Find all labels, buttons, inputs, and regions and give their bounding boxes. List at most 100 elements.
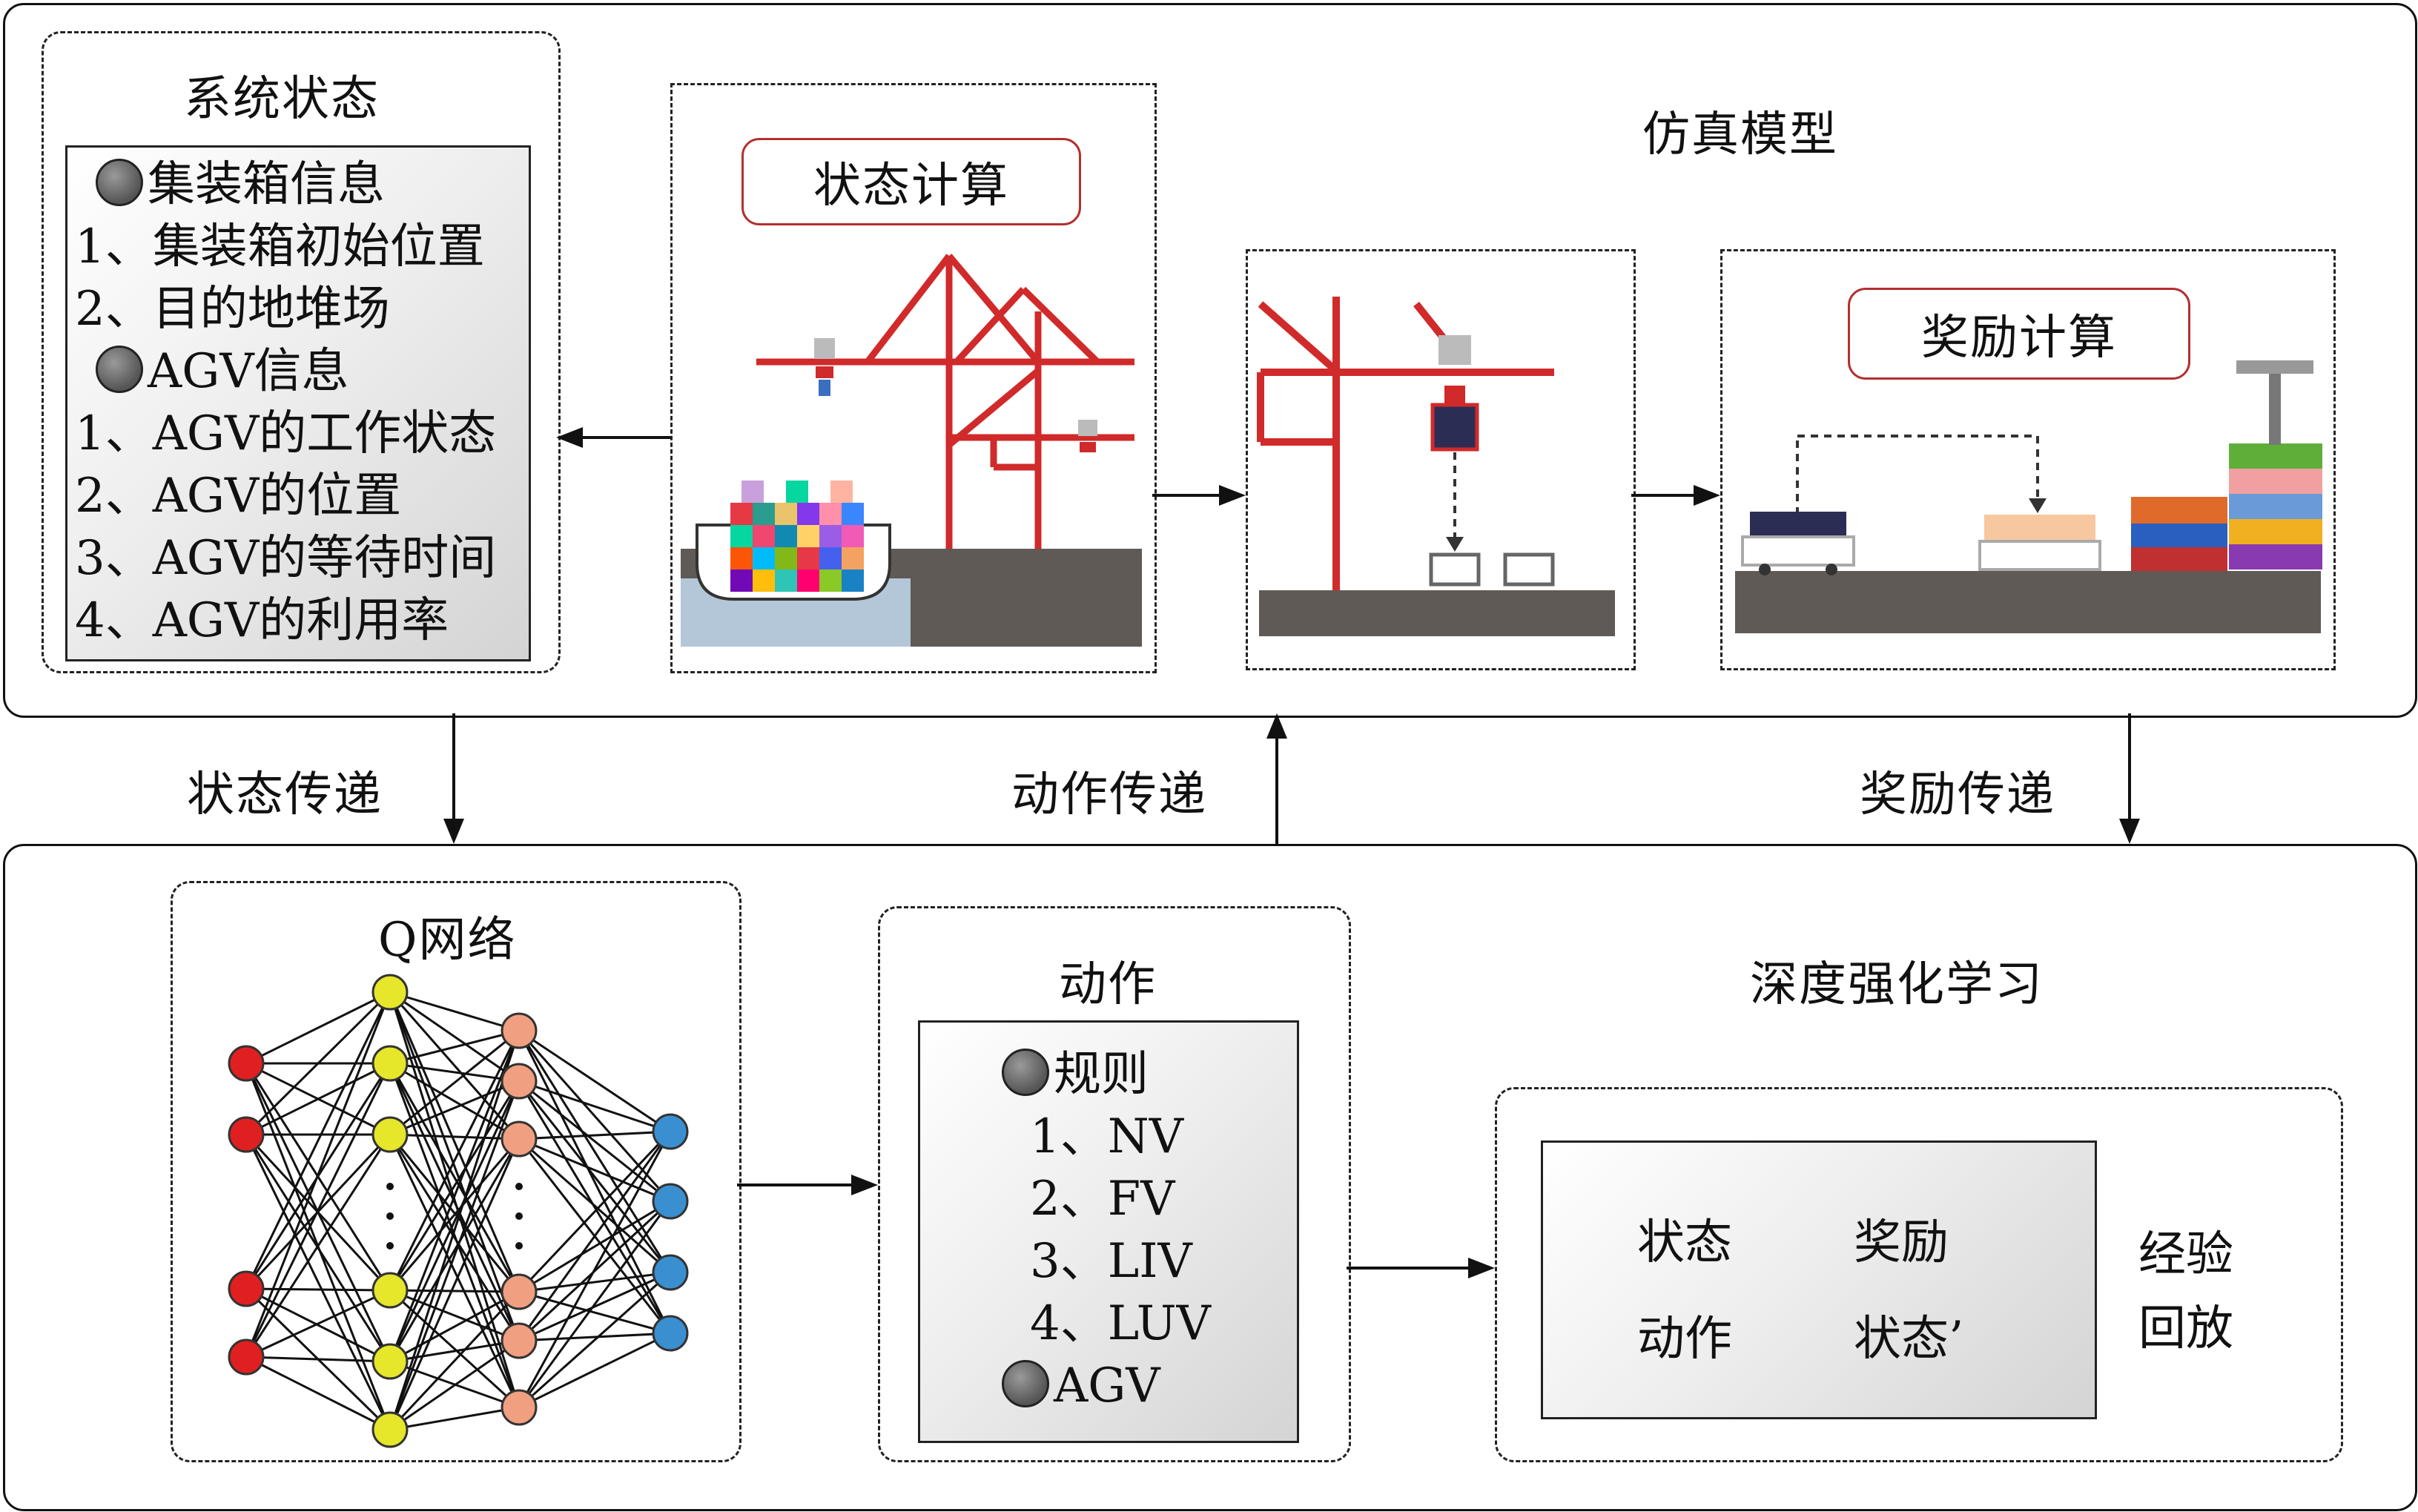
- reward-calc-label: 奖励计算: [1848, 288, 2190, 380]
- hidden-node: [501, 1389, 538, 1426]
- agv-info-heading: AGV信息: [96, 340, 349, 403]
- replay-memory-grid: [1541, 1140, 2097, 1419]
- rule-item: 4、LUV: [1030, 1296, 1211, 1351]
- ellipsis-dot: [386, 1212, 394, 1220]
- rule-item: 1、NV: [1030, 1109, 1183, 1164]
- network-edge: [518, 1271, 671, 1409]
- action-transfer-label: 动作传递: [1011, 767, 1207, 822]
- network-edge: [245, 1356, 391, 1431]
- network-edge: [518, 1030, 672, 1273]
- network-edge: [518, 1271, 671, 1293]
- bullet-dot-icon: [1002, 1360, 1049, 1407]
- reward-transfer-label: 奖励传递: [1860, 767, 2055, 822]
- network-edge: [389, 1080, 520, 1136]
- experience-replay-label-1: 经验: [2138, 1227, 2233, 1282]
- network-edge: [518, 1130, 671, 1140]
- system-state-list: 集装箱信息 1、集装箱初始位置 2、目的地堆场 AGV信息 1、AGV的工作状态…: [65, 145, 531, 661]
- hidden-node: [371, 1272, 409, 1309]
- network-edge: [518, 1131, 672, 1408]
- ellipsis-dot: [515, 1212, 523, 1220]
- network-edge: [389, 1289, 520, 1293]
- network-edge: [245, 1063, 392, 1358]
- ellipsis-dot: [386, 1183, 394, 1190]
- simulation-model-title: 仿真模型: [1642, 108, 1838, 162]
- bullet-dot-icon: [1002, 1049, 1049, 1096]
- hidden-node: [501, 1322, 538, 1359]
- rules-heading: 规则: [1002, 1043, 1149, 1106]
- state-item: 1、AGV的工作状态: [75, 406, 497, 461]
- network-edge: [389, 1063, 521, 1293]
- network-edge: [245, 1062, 391, 1136]
- network-edge: [389, 1339, 520, 1431]
- bullet-dot-icon: [96, 346, 143, 393]
- agv-yard-illustration: [1735, 360, 2322, 633]
- replay-cell-next-state: 状态’: [1854, 1312, 1964, 1367]
- network-edge: [389, 1030, 521, 1362]
- bullet-dot-icon: [96, 159, 143, 206]
- network-edge: [389, 1030, 521, 1291]
- network-edge: [518, 1030, 672, 1202]
- network-edge: [245, 991, 391, 1065]
- network-edge: [389, 991, 521, 1293]
- network-edge: [518, 1138, 671, 1203]
- yard-crane-illustration: [1257, 297, 1615, 636]
- network-edge: [389, 1138, 521, 1430]
- network-edge: [518, 1130, 672, 1293]
- network-edge: [518, 1029, 671, 1133]
- network-edge: [389, 1029, 520, 1065]
- network-edge: [389, 1080, 521, 1362]
- state-transfer-label: 状态传递: [187, 767, 383, 822]
- network-edge: [245, 1134, 392, 1362]
- input-node: [228, 1116, 265, 1153]
- network-edge: [245, 1356, 391, 1363]
- network-edge: [389, 1029, 520, 1136]
- hidden-node: [501, 1273, 538, 1310]
- network-edge: [389, 1339, 520, 1363]
- ellipsis-dot: [515, 1242, 523, 1249]
- ellipsis-dot: [515, 1183, 523, 1190]
- network-edge: [389, 1289, 520, 1342]
- q-network-title: Q网络: [378, 913, 517, 968]
- experience-replay-label-2: 回放: [2138, 1301, 2233, 1356]
- network-edge: [245, 991, 392, 1290]
- container-info-heading: 集装箱信息: [96, 153, 385, 216]
- network-edge: [518, 1290, 671, 1335]
- network-edge: [389, 991, 520, 1083]
- network-edge: [389, 1134, 521, 1408]
- network-edge: [389, 991, 521, 1341]
- hidden-node: [371, 1343, 409, 1380]
- rule-item: 3、LIV: [1030, 1234, 1192, 1289]
- network-edge: [245, 1134, 392, 1358]
- hidden-node: [501, 1063, 538, 1100]
- agv-heading: AGV: [1002, 1355, 1160, 1417]
- hidden-node: [371, 1045, 409, 1082]
- network-edge: [518, 1271, 671, 1342]
- network-edge: [518, 1332, 671, 1409]
- network-edge: [389, 1063, 521, 1341]
- network-edge: [518, 1201, 672, 1408]
- network-edge: [389, 1080, 521, 1430]
- hidden-node: [371, 1116, 409, 1153]
- input-node: [228, 1045, 265, 1082]
- output-node: [652, 1183, 689, 1220]
- replay-cell-reward: 奖励: [1854, 1215, 1949, 1270]
- network-edge: [389, 1138, 521, 1362]
- state-item: 1、集装箱初始位置: [75, 219, 485, 274]
- network-edge: [389, 1030, 521, 1430]
- hidden-node: [371, 974, 409, 1011]
- output-node: [652, 1113, 689, 1150]
- output-node: [652, 1254, 689, 1291]
- ellipsis-dot: [386, 1242, 394, 1249]
- hidden-node: [371, 1411, 409, 1448]
- container-stack: [730, 481, 864, 592]
- network-edge: [389, 1290, 520, 1363]
- network-edge: [518, 1080, 671, 1203]
- replay-cell-action: 动作: [1637, 1312, 1732, 1367]
- action-rules-list: 规则 1、NV 2、FV 3、LIV 4、LUV AGV: [918, 1020, 1299, 1443]
- network-edge: [518, 1138, 671, 1274]
- deep-rl-title: 深度强化学习: [1750, 957, 2044, 1012]
- network-edge: [389, 1080, 521, 1291]
- network-edge: [389, 1134, 521, 1341]
